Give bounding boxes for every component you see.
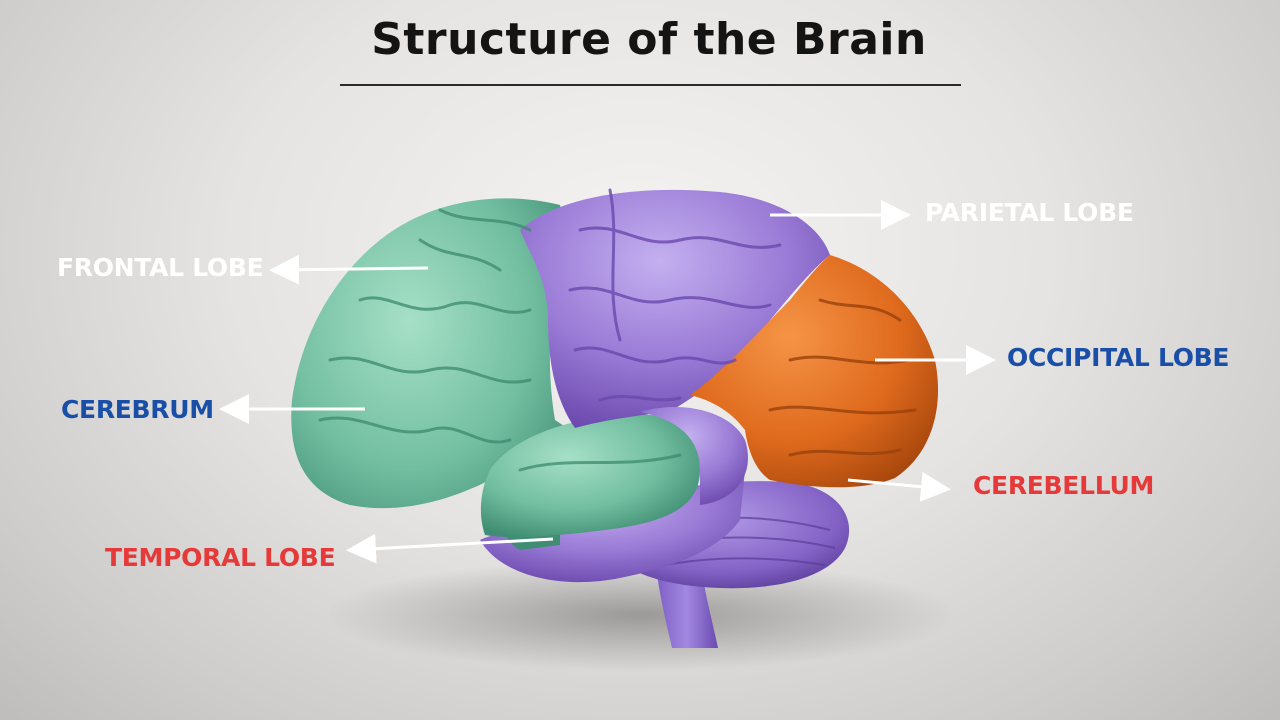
label-cerebrum: CEREBRUM xyxy=(61,395,214,424)
label-frontal-lobe: FRONTAL LOBE xyxy=(57,253,264,282)
arrow-frontal xyxy=(269,254,429,285)
occipital-folds xyxy=(768,298,917,457)
brain-shadow xyxy=(330,560,950,670)
purple-band xyxy=(640,407,748,505)
label-cerebellum: CEREBELLUM xyxy=(973,471,1155,500)
parietal-folds xyxy=(568,188,782,402)
temporal-green-shape xyxy=(480,414,700,538)
title-underline xyxy=(340,84,961,86)
page-title: Structure of the Brain xyxy=(371,14,927,65)
label-temporal-lobe: TEMPORAL LOBE xyxy=(105,543,336,572)
label-parietal-lobe: PARIETAL LOBE xyxy=(925,198,1134,227)
occipital-lobe-shape xyxy=(690,255,939,488)
arrow-temporal xyxy=(346,533,554,564)
frontal-folds xyxy=(318,208,682,472)
arrow-cerebellum xyxy=(847,471,951,502)
parietal-lobe-shape xyxy=(520,189,830,428)
label-occipital-lobe: OCCIPITAL LOBE xyxy=(1007,343,1230,372)
